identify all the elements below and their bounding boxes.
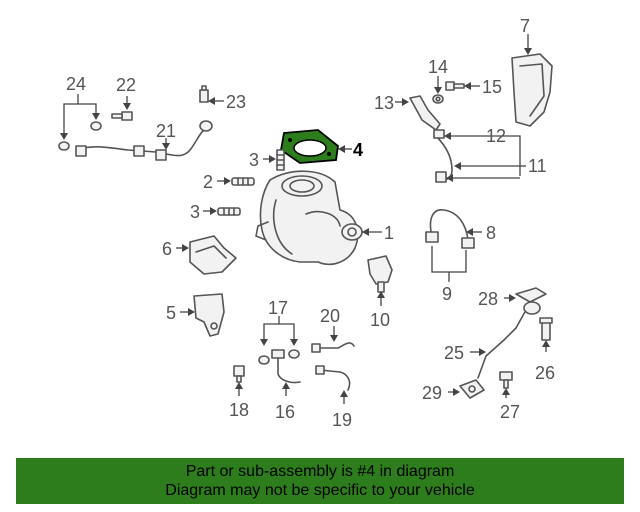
callout-7[interactable]: 7 — [520, 16, 530, 36]
part-22-bolt[interactable] — [111, 111, 133, 121]
part-15-bolt[interactable] — [445, 81, 465, 91]
info-banner: Part or sub-assembly is #4 in diagram Di… — [16, 458, 624, 504]
part-2-stud[interactable] — [231, 177, 255, 186]
callout-2[interactable]: 2 — [203, 172, 213, 192]
callout-10[interactable]: 10 — [370, 310, 390, 330]
callout-18[interactable]: 18 — [229, 400, 249, 420]
callout-17[interactable]: 17 — [268, 298, 288, 318]
banner-line-1: Part or sub-assembly is #4 in diagram — [185, 463, 455, 480]
part-14-washer[interactable] — [432, 94, 444, 104]
callout-27[interactable]: 27 — [500, 402, 520, 422]
callout-15[interactable]: 15 — [482, 77, 502, 97]
callout-25[interactable]: 25 — [444, 343, 464, 363]
callout-20[interactable]: 20 — [320, 306, 340, 326]
callout-24[interactable]: 24 — [66, 74, 86, 94]
callout-8[interactable]: 8 — [486, 223, 496, 243]
part-10-bracket[interactable] — [367, 255, 393, 293]
part-6-heat-shield[interactable] — [189, 235, 237, 275]
part-3-stud-lower[interactable] — [217, 207, 241, 216]
part-28-gasket[interactable] — [515, 287, 547, 303]
part-11-oil-pipe[interactable] — [433, 129, 453, 183]
callout-22[interactable]: 22 — [116, 75, 136, 95]
part-27-bolt[interactable] — [499, 371, 513, 389]
part-21-feed-pipe[interactable] — [75, 120, 213, 161]
part-25-pipe[interactable] — [477, 301, 541, 379]
banner-line-2: Diagram may not be specific to your vehi… — [165, 482, 475, 499]
callout-6[interactable]: 6 — [162, 239, 172, 259]
part-19-hose[interactable] — [315, 365, 351, 391]
callout-23[interactable]: 23 — [226, 92, 246, 112]
callout-14[interactable]: 14 — [428, 57, 448, 77]
part-3-stud-upper[interactable] — [276, 149, 285, 171]
exploded-parts-diagram: 4 1 3 2 3 — [58, 16, 555, 430]
part-7-insulator[interactable] — [511, 53, 553, 127]
callout-5[interactable]: 5 — [166, 303, 176, 323]
part-16-pipe[interactable] — [271, 349, 301, 384]
part-29-gasket[interactable] — [459, 379, 485, 399]
callout-13[interactable]: 13 — [374, 93, 394, 113]
part-13-fitting[interactable] — [409, 95, 441, 131]
callout-21[interactable]: 21 — [156, 121, 176, 141]
part-4-gasket[interactable] — [280, 129, 339, 164]
part-18-bolt[interactable] — [233, 365, 245, 383]
part-8-return-pipe[interactable] — [425, 209, 475, 249]
callout-28[interactable]: 28 — [478, 289, 498, 309]
part-26-bolt[interactable] — [539, 317, 553, 341]
part-20-hose[interactable] — [311, 342, 355, 353]
part-17-washers[interactable] — [258, 349, 300, 365]
callout-1[interactable]: 1 — [384, 223, 394, 243]
callout-12[interactable]: 12 — [486, 126, 506, 146]
callout-16[interactable]: 16 — [275, 402, 295, 422]
callout-9[interactable]: 9 — [442, 284, 452, 304]
callout-29[interactable]: 29 — [422, 383, 442, 403]
part-24-washers[interactable] — [58, 121, 102, 151]
part-23-bolt[interactable] — [199, 85, 209, 103]
callout-26[interactable]: 26 — [535, 363, 555, 383]
callout-11[interactable]: 11 — [528, 156, 547, 176]
callout-3-upper[interactable]: 3 — [249, 150, 259, 170]
callout-19[interactable]: 19 — [332, 410, 352, 430]
part-1-turbocharger[interactable] — [255, 170, 363, 266]
callout-4[interactable]: 4 — [353, 140, 363, 160]
callout-3-lower[interactable]: 3 — [190, 202, 200, 222]
part-5-bracket[interactable] — [193, 293, 225, 337]
